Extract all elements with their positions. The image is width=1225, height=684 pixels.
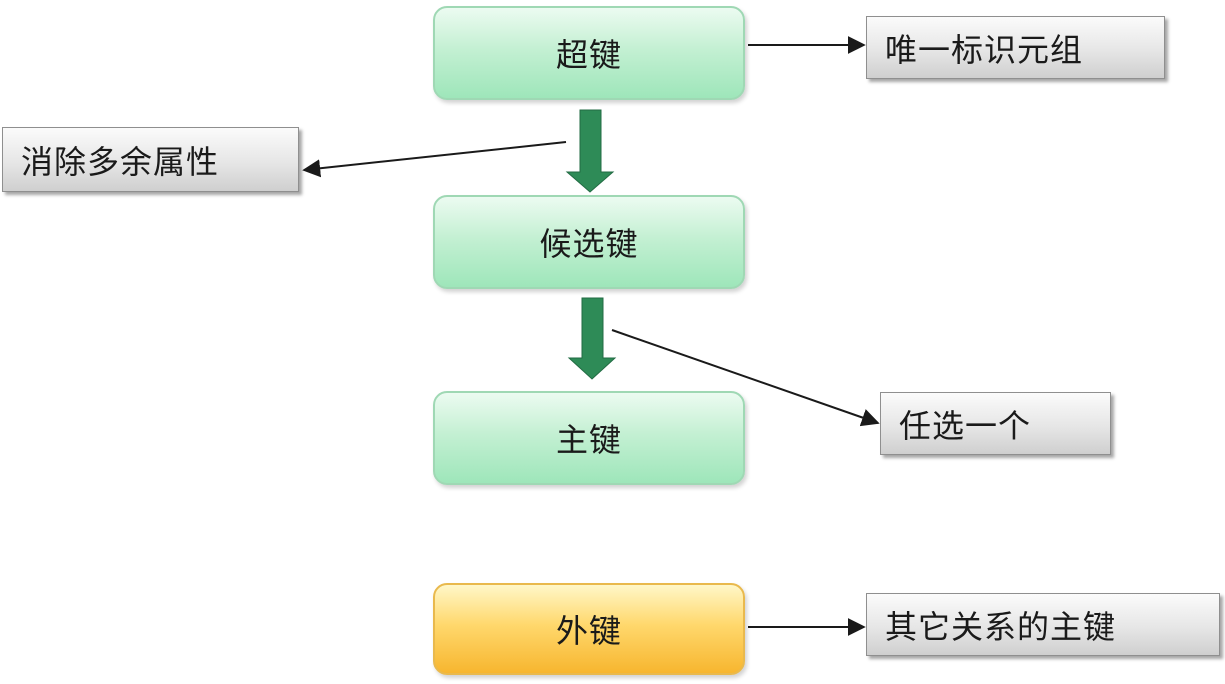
primary-key-label: 主键 — [555, 421, 622, 459]
superkey-label: 超键 — [555, 36, 622, 74]
flow-arrow-candidate-to-primary — [567, 297, 617, 380]
note-choose-one-label: 任选一个 — [899, 406, 1032, 445]
primary-key-node: 主键 — [433, 391, 745, 485]
candidate-key-label: 候选键 — [539, 225, 639, 263]
note-choose-one: 任选一个 — [880, 392, 1111, 455]
note-unique-tuple: 唯一标识元组 — [866, 16, 1165, 79]
pointer-to-choose-one — [611, 329, 880, 427]
note-other-relation-pk: 其它关系的主键 — [866, 593, 1220, 656]
note-unique-tuple-label: 唯一标识元组 — [885, 30, 1084, 69]
note-remove-redundant: 消除多余属性 — [2, 127, 299, 192]
foreign-key-node: 外键 — [433, 583, 745, 675]
note-other-relation-pk-label: 其它关系的主键 — [885, 607, 1117, 646]
foreign-key-label: 外键 — [555, 612, 622, 650]
candidate-key-node: 候选键 — [433, 195, 745, 289]
flow-arrow-superkey-to-candidate — [565, 109, 615, 193]
pointer-to-remove-redundant — [302, 141, 567, 178]
note-remove-redundant-label: 消除多余属性 — [21, 142, 220, 181]
superkey-node: 超键 — [433, 6, 745, 100]
